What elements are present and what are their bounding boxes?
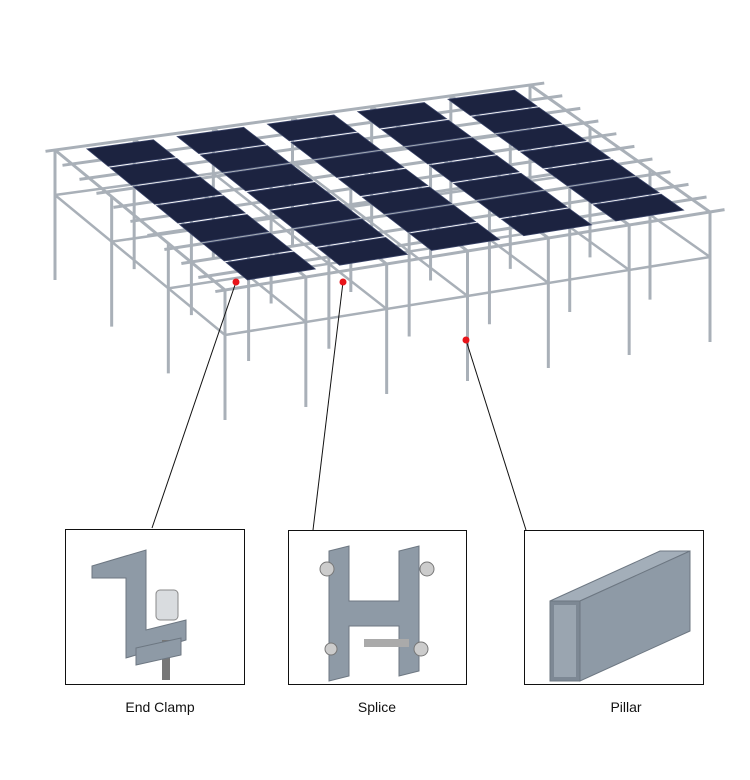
solar-panel [290, 132, 381, 160]
solar-panel [176, 126, 267, 154]
solar-panel [428, 155, 521, 183]
solar-panel [495, 124, 587, 152]
end-clamp-image [91, 549, 187, 680]
marker-dot [462, 336, 470, 344]
solar-panel [337, 168, 429, 197]
main-beam [54, 148, 226, 292]
solar-panel [447, 89, 539, 116]
solar-panel [476, 190, 569, 219]
brace-beam [291, 161, 469, 297]
solar-panel [452, 172, 545, 201]
solar-panel [132, 176, 223, 205]
solar-panel [408, 222, 501, 251]
leader-line [465, 339, 527, 531]
solar-panel [225, 251, 317, 281]
solar-panel [519, 141, 612, 169]
solar-panel [201, 232, 293, 262]
solar-panel [178, 214, 270, 243]
solar-panel [223, 163, 314, 192]
solar-panel [293, 218, 385, 247]
solar-panel [471, 107, 563, 134]
solar-panel [109, 158, 200, 186]
solar-panel [155, 195, 247, 224]
solar-panel [313, 150, 405, 178]
solar-panel [270, 200, 362, 229]
leader-line [151, 281, 237, 529]
solar-panel [568, 176, 661, 204]
marker-dot [232, 278, 240, 286]
solar-panel [500, 208, 593, 237]
end-clamp-label: End Clamp [125, 699, 195, 715]
splice-image [319, 545, 435, 682]
purlin [45, 81, 545, 153]
brace-beam [212, 172, 388, 310]
pillar-label: Pillar [610, 699, 642, 715]
solar-panel [266, 114, 358, 142]
solar-panel [380, 119, 472, 147]
pillar-image [549, 550, 691, 682]
solar-panel [385, 204, 477, 233]
brace-beam [54, 194, 226, 336]
solar-panel [592, 193, 685, 222]
solar-panel [199, 145, 291, 173]
marker-dot [339, 278, 347, 286]
solar-panel [543, 159, 636, 187]
main-beam [529, 83, 711, 214]
solar-panel [404, 137, 496, 165]
solar-panel [316, 237, 409, 266]
solar-panel [356, 102, 448, 129]
pillar-box [524, 530, 704, 685]
solar-panel [85, 139, 176, 167]
end-clamp-box [65, 529, 245, 685]
solar-panel [246, 181, 338, 210]
leader-line [312, 281, 344, 531]
splice-label: Splice [357, 699, 397, 715]
solar-panel [361, 186, 453, 215]
purlin [215, 208, 725, 294]
splice-box [288, 530, 467, 685]
